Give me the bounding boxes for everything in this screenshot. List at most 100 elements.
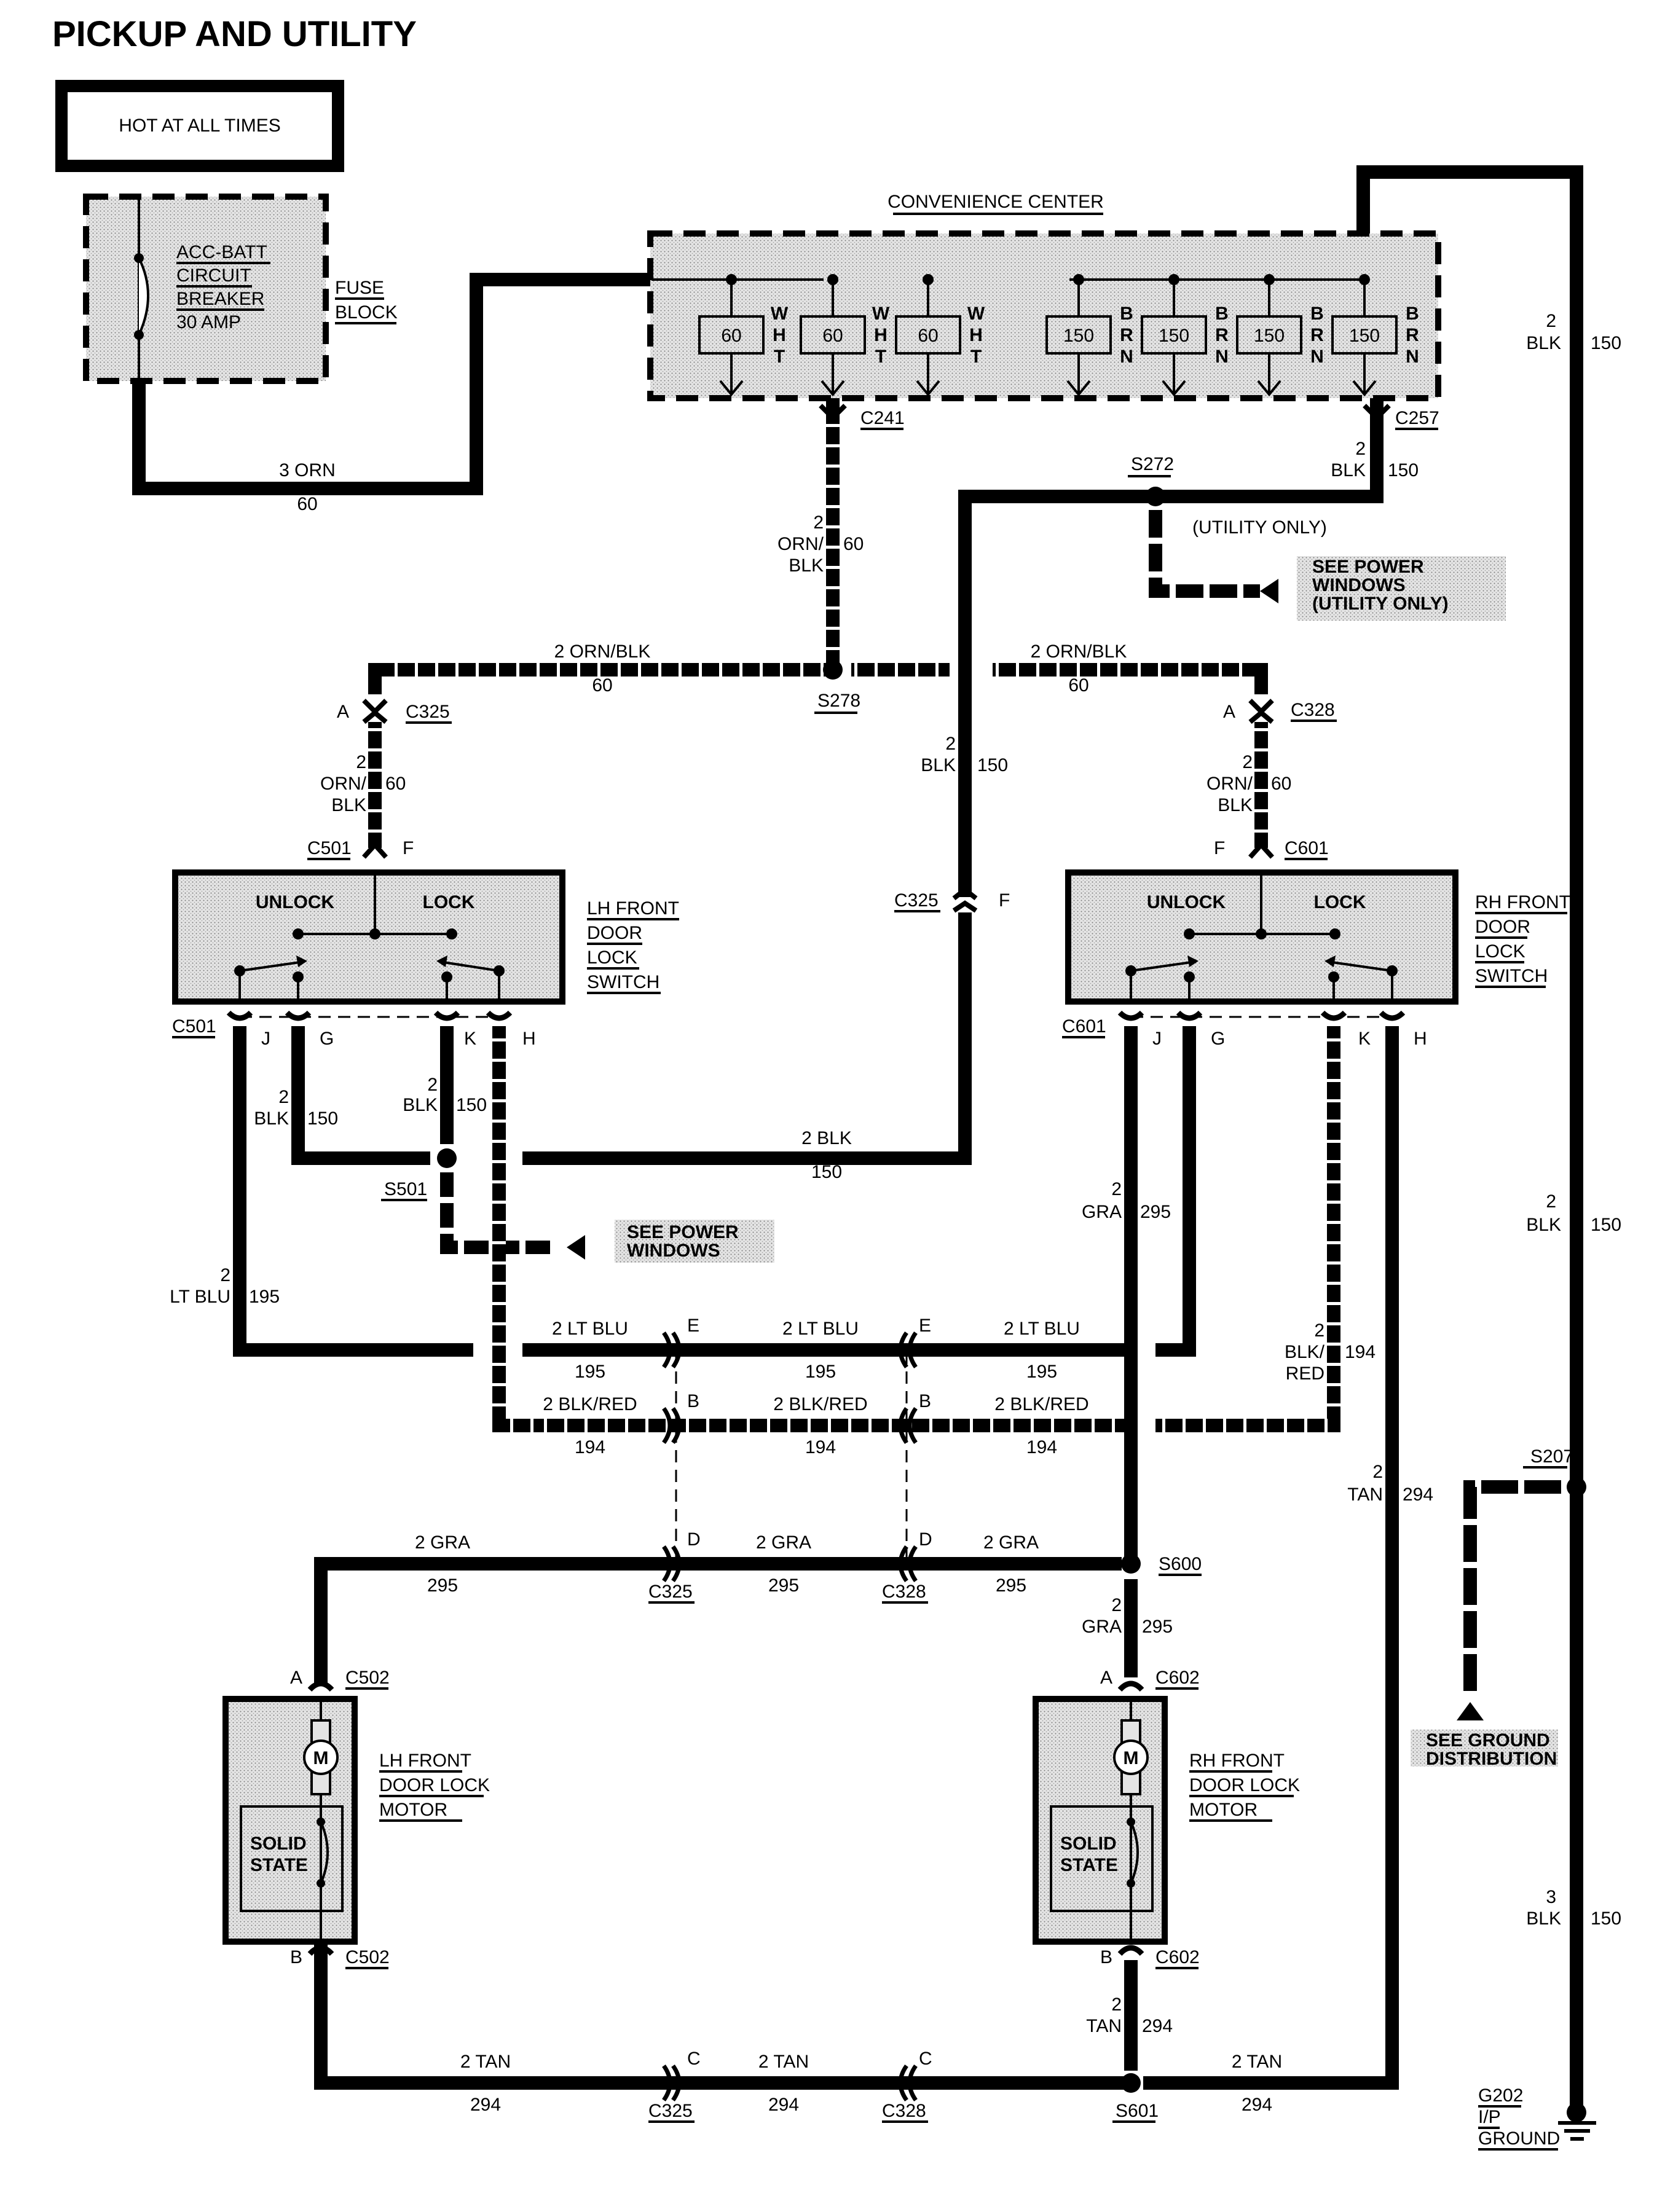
- wire-gauge: 2: [220, 1265, 230, 1285]
- fuse-wire-color: R: [1120, 325, 1133, 345]
- connector-pin-icon: [226, 1010, 253, 1021]
- wire-gauge: 2: [356, 752, 366, 772]
- wire-color: ORN/: [1206, 774, 1253, 794]
- splice-s272: [1146, 487, 1165, 506]
- motor-icon: [303, 1739, 339, 1775]
- circuit-number: 194: [1345, 1342, 1376, 1362]
- lh-switch-label-3: LOCK: [587, 947, 637, 968]
- connector-label-c328: C328: [1291, 700, 1335, 720]
- circuit-number: 195: [1026, 1362, 1057, 1382]
- solid-state-label: SOLID: [1060, 1834, 1117, 1854]
- motor-label-1: RH FRONT: [1189, 1751, 1285, 1771]
- see-power-windows-line-3[interactable]: (UTILITY ONLY): [1312, 594, 1449, 614]
- circuit-number: 150: [456, 1095, 487, 1115]
- breaker-line-2: CIRCUIT: [176, 265, 251, 286]
- see-power-windows-line-1[interactable]: SEE POWER: [1312, 557, 1424, 577]
- wire-label: 2 GRA: [415, 1532, 470, 1553]
- pin-label: G: [320, 1029, 334, 1049]
- pin-label: H: [522, 1029, 536, 1049]
- rh-switch-label-3: LOCK: [1475, 941, 1525, 962]
- wire-label: 2 LT BLU: [782, 1319, 859, 1339]
- triangle-icon: [567, 1235, 585, 1260]
- fuse-wire-color: W: [967, 304, 985, 324]
- convenience-center: CONVENIENCE CENTER 60WHT60WHT60WHT150BRN…: [647, 192, 1441, 401]
- ground-g202: G202 I/P GROUND: [1478, 2085, 1596, 2151]
- connector-c501-f-icon: [362, 841, 388, 859]
- see-power-windows-line-2[interactable]: WINDOWS: [1312, 575, 1406, 595]
- see-ground-line-1[interactable]: SEE GROUND: [1426, 1730, 1550, 1751]
- wire-orn-blk-right: [993, 663, 1268, 694]
- wire-label: 2 BLK/RED: [994, 1394, 1088, 1414]
- inline-connector-icon: [898, 1545, 918, 1583]
- fuse-wire-color: N: [1310, 347, 1324, 367]
- fuse-wire-color: H: [874, 325, 888, 345]
- wire-color: BLK: [921, 755, 956, 775]
- splice-s278: [823, 660, 843, 680]
- wire-label: 3 ORN: [279, 460, 336, 480]
- rh-switch-label-1: RH FRONT: [1475, 892, 1570, 912]
- fuse-wire-color: B: [1406, 304, 1419, 324]
- fuse-block-label-1: FUSE: [335, 278, 384, 298]
- splice-label-s207: S207: [1530, 1446, 1573, 1467]
- circuit-number: 194: [805, 1437, 836, 1457]
- circuit-number: 150: [1591, 1215, 1621, 1235]
- connector-label-c257: C257: [1395, 408, 1439, 428]
- fuse-circuit: 150: [1254, 326, 1285, 346]
- fuse-wire-color: N: [1120, 347, 1133, 367]
- fuse-wire-color: R: [1406, 325, 1419, 345]
- motor-symbol: M: [1124, 1748, 1139, 1768]
- see-power-windows-line-2[interactable]: WINDOWS: [627, 1241, 720, 1261]
- fuse-wire-color: R: [1215, 325, 1229, 345]
- connector-pin-icon: [1320, 1010, 1347, 1021]
- circuit-breaker-icon: [138, 257, 149, 335]
- circuit-number: 294: [470, 2095, 501, 2115]
- wire-color: BLK: [1526, 333, 1561, 353]
- wire-color: RED: [1286, 1363, 1325, 1384]
- circuit-number: 294: [1242, 2095, 1272, 2115]
- lh-switch-label-2: DOOR: [587, 923, 642, 943]
- wire-color: GRA: [1082, 1617, 1122, 1637]
- motor-label-3: MOTOR: [379, 1800, 447, 1820]
- inline-connector-icon: [662, 1545, 682, 1583]
- fuse-wire-color: W: [771, 304, 789, 324]
- inline-connector-icon: [662, 1331, 682, 1369]
- pin-label: A: [1223, 702, 1235, 722]
- connector-label: C602: [1155, 1947, 1200, 1967]
- power-source-box: HOT AT ALL TIMES: [55, 80, 344, 172]
- connector-c325-a-icon: [362, 699, 388, 724]
- connector-pin-icon: [433, 1010, 460, 1021]
- circuit-number: 60: [592, 675, 612, 696]
- circuit-number: 195: [575, 1362, 605, 1382]
- see-power-windows-line-1[interactable]: SEE POWER: [627, 1222, 739, 1242]
- motor-label-3: MOTOR: [1189, 1800, 1258, 1820]
- splice-s501: [437, 1148, 457, 1168]
- wire-color: BLK: [254, 1108, 289, 1129]
- lh-switch-label-4: SWITCH: [587, 972, 659, 992]
- wire-color: GRA: [1082, 1202, 1122, 1222]
- circuit-number: 295: [1140, 1202, 1171, 1222]
- splice-s600: [1121, 1554, 1141, 1574]
- wire-gauge: 2: [813, 512, 824, 533]
- wire-gauge: 2: [278, 1087, 289, 1107]
- splice-s207: [1567, 1477, 1586, 1497]
- pin-label: E: [919, 1316, 931, 1336]
- wire-label: 2 LT BLU: [1004, 1319, 1080, 1339]
- wire-gauge: 2: [1242, 752, 1253, 772]
- circuit-number: 150: [811, 1162, 842, 1182]
- wire-color: BLK: [1218, 795, 1253, 815]
- fuse-block-label-2: BLOCK: [335, 302, 398, 323]
- wire-gauge: 2: [1372, 1462, 1383, 1482]
- wire-lt-blu-195-lh: [233, 1026, 473, 1357]
- fuse-wire-color: H: [969, 325, 983, 345]
- rh-switch-label-2: DOOR: [1475, 917, 1530, 937]
- pin-label: F: [1214, 838, 1225, 858]
- circuit-number: 60: [385, 774, 406, 794]
- fuse-wire-color: H: [773, 325, 786, 345]
- wire-color: BLK: [331, 795, 366, 815]
- reference-line-ground: [1463, 1480, 1561, 1696]
- wire-blk-150-center: [522, 912, 972, 1165]
- wire-color: ORN/: [777, 534, 824, 554]
- see-ground-line-2[interactable]: DISTRIBUTION: [1426, 1749, 1557, 1769]
